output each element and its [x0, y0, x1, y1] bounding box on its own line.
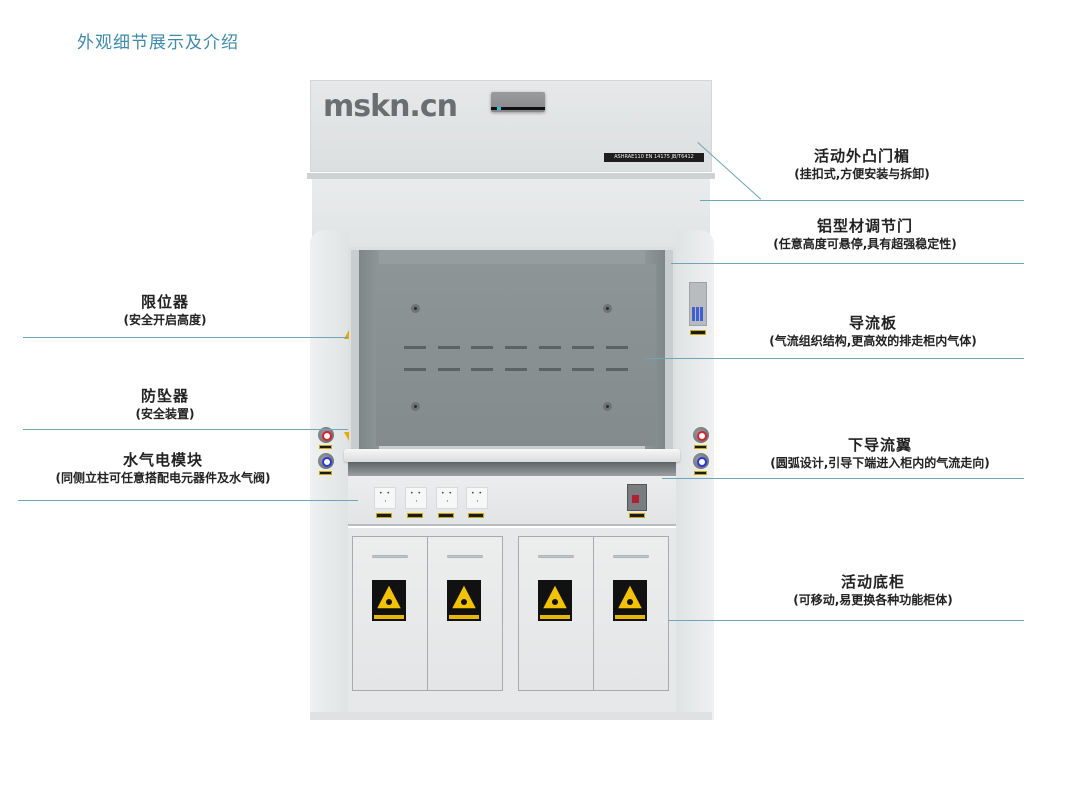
bolt-icon [603, 304, 612, 313]
fume-hood-image: mskn.cn ASHRAE110 EN 14175 JB/T6412 [307, 80, 715, 720]
bolt-icon [411, 304, 420, 313]
red-valve-icon [318, 427, 334, 443]
leader-line [23, 337, 348, 338]
power-socket-icon [405, 487, 427, 509]
page-title: 外观细节展示及介绍 [77, 33, 239, 53]
callout-limiter: 限位器 (安全开启高度) [123, 293, 207, 327]
anti-fall-icon [344, 432, 349, 441]
corrosive-warning-icon [538, 580, 572, 621]
cabinet-door [593, 536, 669, 691]
power-socket-icon [466, 487, 488, 509]
header-band [312, 179, 710, 247]
callout-airfoil: 下导流翼 (圆弧设计,引导下端进入柜内的气流走向) [770, 436, 990, 470]
leader-line [671, 263, 1024, 264]
blue-valve-icon [693, 453, 709, 469]
corrosive-warning-icon [372, 580, 406, 621]
door-handle [538, 555, 574, 558]
standards-label: ASHRAE110 EN 14175 JB/T6412 [604, 153, 704, 162]
door-handle [372, 555, 408, 558]
cabinet-door [352, 536, 428, 691]
baffle-slots [404, 368, 628, 371]
door-handle [613, 555, 649, 558]
corrosive-warning-icon [613, 580, 647, 621]
callout-baffle: 导流板 (气流组织结构,更高效的排走柜内气体) [769, 314, 977, 348]
lower-airfoil [348, 462, 676, 476]
circuit-breaker-icon [627, 484, 647, 511]
bolt-icon [411, 402, 420, 411]
leader-line [23, 429, 348, 430]
plinth [310, 712, 712, 720]
corrosive-warning-icon [447, 580, 481, 621]
baffle-panel [376, 264, 656, 446]
bolt-icon [603, 402, 612, 411]
left-pillar [310, 230, 348, 720]
power-socket-icon [374, 487, 396, 509]
work-chamber [348, 247, 676, 457]
sash-handle-bar [344, 449, 680, 462]
leader-line [700, 200, 1024, 201]
callout-cabinet: 活动底柜 (可移动,易更换各种功能柜体) [793, 573, 953, 607]
callout-service-module: 水气电模块 (同侧立柱可任意搭配电元器件及水气阀) [55, 451, 271, 485]
power-socket-icon [436, 487, 458, 509]
callout-anti-fall: 防坠器 (安全装置) [135, 387, 195, 421]
display-screen-icon [491, 92, 545, 112]
limit-stop-icon [344, 330, 349, 339]
service-panel [348, 476, 676, 526]
base-cabinet [348, 528, 676, 720]
leader-line [662, 478, 1024, 479]
canopy: mskn.cn ASHRAE110 EN 14175 JB/T6412 [310, 80, 712, 172]
leader-line [668, 620, 1024, 621]
callout-canopy: 活动外凸门楣 (挂扣式,方便安装与拆卸) [794, 147, 930, 181]
keypad-icon [689, 282, 707, 326]
canopy-ledge [307, 173, 715, 179]
door-handle [447, 555, 483, 558]
leader-line [645, 358, 1024, 359]
callout-sash: 铝型材调节门 (任意高度可悬停,具有超强稳定性) [773, 217, 957, 251]
brand-logo: mskn.cn [323, 89, 458, 124]
baffle-slots [404, 346, 628, 349]
cabinet-door [427, 536, 503, 691]
cabinet-door [518, 536, 594, 691]
blue-valve-icon [318, 453, 334, 469]
red-valve-icon [693, 427, 709, 443]
leader-line [18, 500, 358, 501]
